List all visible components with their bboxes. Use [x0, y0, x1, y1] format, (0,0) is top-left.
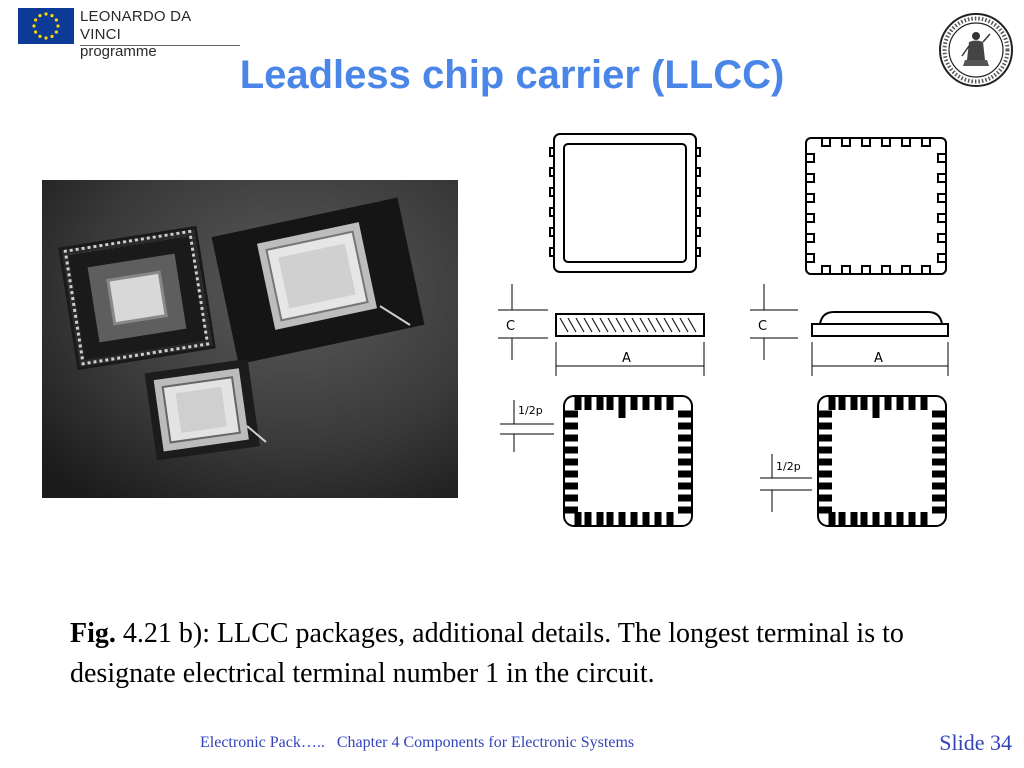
figure-caption-text: 4.21 b): LLCC packages, additional detai… [70, 618, 904, 689]
eu-star-icon [50, 34, 54, 38]
llcc-technical-drawings: C A C A 1/2p [488, 128, 978, 548]
logo-line-2: programme [80, 43, 157, 60]
dim-label-half-p-right: 1/2p [776, 460, 801, 473]
dim-label-a-right: A [874, 351, 883, 366]
footer: Electronic Pack….. Chapter 4 Components … [200, 734, 634, 752]
dim-label-half-p: 1/2p [518, 404, 543, 417]
eu-star-icon [34, 30, 38, 34]
llcc-photo [42, 180, 458, 498]
slide-title: Leadless chip carrier (LLCC) [239, 53, 785, 97]
eu-star-icon [38, 14, 42, 18]
footer-chapter: Chapter 4 Components for Electronic Syst… [336, 734, 635, 751]
eu-star-icon [56, 24, 60, 28]
package-top-view-castellated [805, 137, 947, 275]
eu-star-icon [44, 36, 48, 40]
bottom-view-right [760, 395, 947, 527]
eu-flag-icon [18, 8, 74, 44]
eu-star-icon [50, 14, 54, 18]
logo-underline [80, 45, 240, 46]
dim-label-c-right: C [758, 319, 767, 334]
side-view-left [498, 284, 705, 376]
eu-star-icon [38, 34, 42, 38]
eu-star-icon [54, 18, 58, 22]
figure-caption: Fig. 4.21 b): LLCC packages, additional … [70, 614, 990, 694]
slide-number: Slide 34 [939, 730, 1012, 755]
leonardo-logo: LEONARDO DA VINCI programme [18, 8, 240, 60]
eu-star-icon [32, 24, 36, 28]
figure-label: Fig. [70, 618, 116, 649]
dim-label-a: A [622, 351, 631, 366]
bottom-view-left [500, 395, 693, 527]
eu-star-icon [44, 12, 48, 16]
eu-star-icon [34, 18, 38, 22]
footer-course: Electronic Pack….. [200, 734, 325, 751]
eu-star-icon [54, 30, 58, 34]
package-top-view-lid [549, 133, 701, 273]
logo-line-1: LEONARDO DA VINCI [80, 8, 191, 43]
side-view-right [750, 284, 949, 376]
dim-label-c: C [506, 319, 515, 334]
university-seal-icon [938, 12, 1014, 88]
